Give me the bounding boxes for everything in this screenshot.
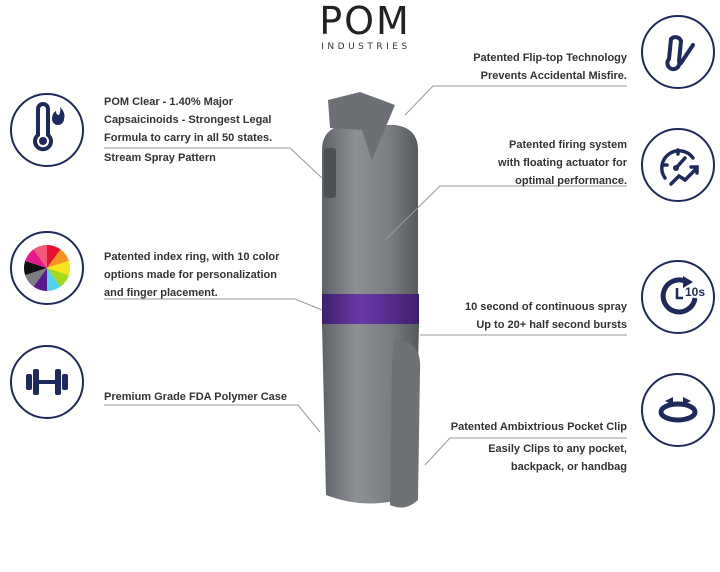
speedometer-arrow-icon xyxy=(641,128,715,202)
feature-line: Patented index ring, with 10 color xyxy=(104,251,280,263)
rotate-clip-icon xyxy=(641,373,715,447)
feature-line: and finger placement. xyxy=(104,287,218,299)
safety-pin-check-icon xyxy=(641,15,715,89)
feature-formula: POM Clear - 1.40% Major Capsaicinoids - … xyxy=(104,93,272,147)
timer-10s-icon: 10s xyxy=(641,260,715,334)
feature-line: POM Clear - 1.40% Major xyxy=(104,96,233,108)
leader-line-firing xyxy=(384,185,627,241)
feature-line: Formula to carry in all 50 states. xyxy=(104,132,273,144)
feature-spray-pattern: Stream Spray Pattern xyxy=(104,152,216,164)
feature-spray-duration: 10 second of continuous spray Up to 20+ … xyxy=(465,298,627,334)
leader-line-clip xyxy=(424,437,627,466)
feature-pocket-clip: Patented Ambixtrious Pocket Clip xyxy=(450,421,627,433)
color-wheel-segment xyxy=(47,268,61,291)
leader-line-formula xyxy=(104,147,323,179)
feature-index-ring: Patented index ring, with 10 color optio… xyxy=(104,248,279,302)
feature-pocket-clip-sub: Easily Clips to any pocket, backpack, or… xyxy=(488,440,627,476)
color-wheel-segment xyxy=(33,268,47,291)
color-wheel-segment xyxy=(24,260,47,276)
color-wheel-segment xyxy=(47,245,61,268)
brand-logo: POM xyxy=(319,0,411,43)
feature-line: with floating actuator for xyxy=(498,157,627,169)
feature-polymer-case: Premium Grade FDA Polymer Case xyxy=(104,391,287,403)
color-wheel-segment xyxy=(25,249,47,268)
color-wheel-segment xyxy=(33,245,47,268)
feature-line: backpack, or handbag xyxy=(510,461,627,473)
dumbbell-icon xyxy=(10,345,84,419)
color-wheel-segment xyxy=(47,268,69,287)
color-wheel-icon xyxy=(10,231,84,305)
feature-line: Patented firing system xyxy=(509,139,627,151)
feature-line: Patented Flip-top Technology xyxy=(473,52,627,64)
leader-line-fliptop xyxy=(404,85,627,116)
color-wheel-segment xyxy=(25,268,47,287)
feature-line: Easily Clips to any pocket, xyxy=(488,443,627,455)
feature-firing-system: Patented firing system with floating act… xyxy=(498,136,627,190)
color-wheel-segment xyxy=(47,249,69,268)
timer-10s-label: 10s xyxy=(685,285,705,299)
feature-flip-top: Patented Flip-top Technology Prevents Ac… xyxy=(473,49,627,85)
leader-line-ring xyxy=(104,298,323,311)
brand-subtitle: INDUSTRIES xyxy=(321,42,411,52)
feature-line: Up to 20+ half second bursts xyxy=(476,319,627,331)
feature-line: options made for personalization xyxy=(104,269,277,281)
feature-line: Prevents Accidental Misfire. xyxy=(480,70,627,82)
leader-line-case xyxy=(104,404,321,433)
feature-line: optimal performance. xyxy=(515,175,627,187)
feature-line: 10 second of continuous spray xyxy=(465,301,627,313)
color-wheel-segment xyxy=(47,260,70,276)
thermometer-flame-icon xyxy=(10,93,84,167)
feature-line: Capsaicinoids - Strongest Legal xyxy=(104,114,272,126)
